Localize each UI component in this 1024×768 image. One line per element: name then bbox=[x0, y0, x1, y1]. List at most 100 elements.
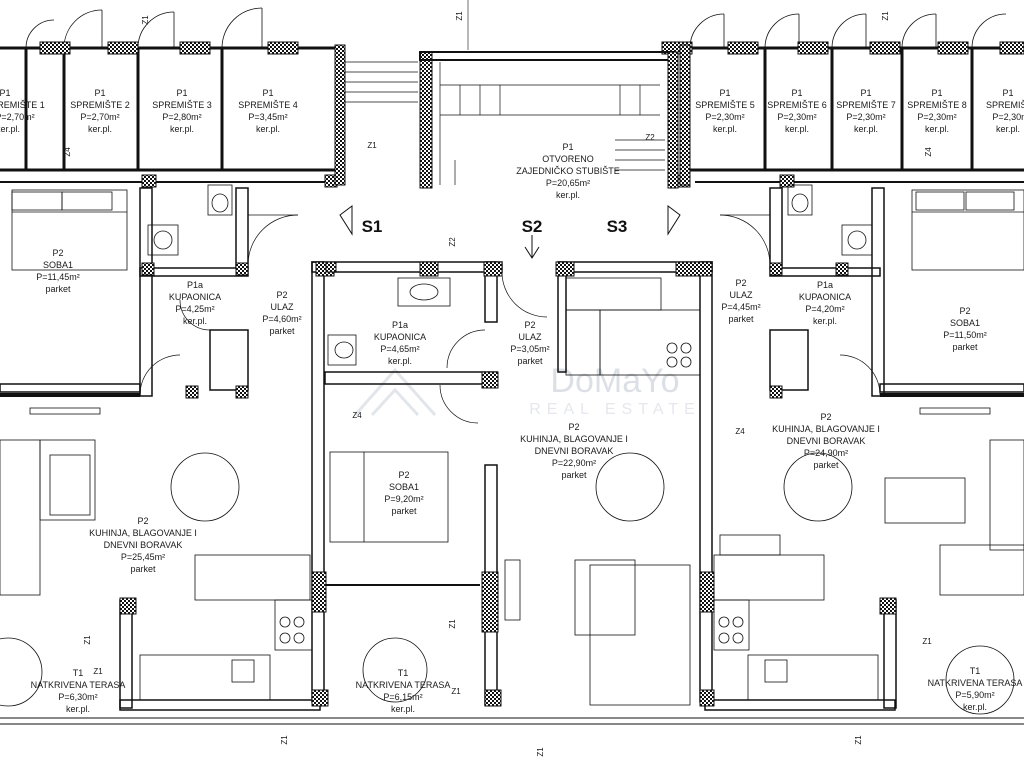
wall-tag: Z1 bbox=[536, 747, 545, 757]
wall-tag: Z4 bbox=[352, 411, 362, 420]
wall-tag: Z4 bbox=[924, 147, 933, 157]
svg-text:P=4,25m²: P=4,25m² bbox=[175, 304, 214, 314]
svg-text:NATKRIVENA TERASA: NATKRIVENA TERASA bbox=[928, 678, 1023, 688]
wall-tag: Z1 bbox=[455, 11, 464, 21]
svg-text:T1: T1 bbox=[73, 668, 84, 678]
svg-text:P2: P2 bbox=[820, 412, 831, 422]
wall-hatch bbox=[119, 261, 897, 707]
svg-text:P=6,30m²: P=6,30m² bbox=[58, 692, 97, 702]
watermark-sub: REAL ESTATE bbox=[529, 401, 701, 418]
svg-text:parket: parket bbox=[728, 314, 754, 324]
room-label-right-living: P2 KUHINJA, BLAGOVANJE I DNEVNI BORAVAK … bbox=[772, 412, 880, 470]
svg-text:ker.pl.: ker.pl. bbox=[256, 124, 280, 134]
svg-text:P=4,65m²: P=4,65m² bbox=[380, 344, 419, 354]
svg-text:P2: P2 bbox=[568, 422, 579, 432]
svg-text:ULAZ: ULAZ bbox=[729, 290, 753, 300]
svg-text:P=3,45m²: P=3,45m² bbox=[248, 112, 287, 122]
svg-text:parket: parket bbox=[45, 284, 71, 294]
wall-tag: Z1 bbox=[448, 619, 457, 629]
svg-text:ker.pl.: ker.pl. bbox=[170, 124, 194, 134]
svg-text:P2: P2 bbox=[959, 306, 970, 316]
svg-text:P=2,30m²: P=2,30m² bbox=[705, 112, 744, 122]
svg-text:P1a: P1a bbox=[187, 280, 203, 290]
wall-tag: Z4 bbox=[63, 147, 72, 157]
room-label-storage-7: P1 SPREMIŠTE 7 P=2,30m² ker.pl. bbox=[836, 88, 896, 134]
svg-text:P=2,30m²: P=2,30m² bbox=[846, 112, 885, 122]
svg-text:DNEVNI BORAVAK: DNEVNI BORAVAK bbox=[535, 446, 614, 456]
svg-text:KUHINJA, BLAGOVANJE I: KUHINJA, BLAGOVANJE I bbox=[772, 424, 880, 434]
svg-text:T1: T1 bbox=[398, 668, 409, 678]
svg-text:parket: parket bbox=[813, 460, 839, 470]
svg-text:P=4,45m²: P=4,45m² bbox=[721, 302, 760, 312]
storage-strip bbox=[0, 7, 1024, 188]
svg-text:parket: parket bbox=[561, 470, 587, 480]
room-label-mid-entry: P2 ULAZ P=3,05m² parket bbox=[510, 320, 549, 366]
svg-text:P1: P1 bbox=[562, 142, 573, 152]
watermark-name: DoMaYo bbox=[550, 362, 679, 400]
svg-text:P=9,20m²: P=9,20m² bbox=[384, 494, 423, 504]
svg-text:P=24,90m²: P=24,90m² bbox=[804, 448, 848, 458]
svg-text:parket: parket bbox=[130, 564, 156, 574]
svg-text:P=2,30m²: P=2,30m² bbox=[992, 112, 1024, 122]
svg-text:P=11,45m²: P=11,45m² bbox=[36, 272, 80, 282]
svg-text:P2: P2 bbox=[137, 516, 148, 526]
svg-text:ker.pl.: ker.pl. bbox=[996, 124, 1020, 134]
room-label-storage-3: P1 SPREMIŠTE 3 P=2,80m² ker.pl. bbox=[152, 88, 212, 134]
svg-text:ULAZ: ULAZ bbox=[270, 302, 294, 312]
svg-text:ker.pl.: ker.pl. bbox=[925, 124, 949, 134]
svg-text:SOBA1: SOBA1 bbox=[389, 482, 419, 492]
svg-text:T1: T1 bbox=[970, 666, 981, 676]
wall-tag: Z1 bbox=[367, 141, 377, 150]
svg-text:SOBA1: SOBA1 bbox=[43, 260, 73, 270]
svg-text:KUPAONICA: KUPAONICA bbox=[799, 292, 851, 302]
svg-text:P=2,30m²: P=2,30m² bbox=[917, 112, 956, 122]
room-label-stairwell: P1 OTVORENO ZAJEDNIČKO STUBIŠTE P=20,65m… bbox=[516, 142, 620, 200]
svg-text:P=5,90m²: P=5,90m² bbox=[955, 690, 994, 700]
svg-text:P=4,60m²: P=4,60m² bbox=[262, 314, 301, 324]
room-label-mid-living: P2 KUHINJA, BLAGOVANJE I DNEVNI BORAVAK … bbox=[520, 422, 628, 480]
wall-tag: Z1 bbox=[451, 687, 461, 696]
wall-tag: Z2 bbox=[645, 133, 655, 142]
svg-text:P2: P2 bbox=[735, 278, 746, 288]
svg-text:SPREMIŠTE 8: SPREMIŠTE 8 bbox=[907, 100, 967, 110]
door-swings bbox=[139, 214, 881, 424]
room-label-left-entry: P2 ULAZ P=4,60m² parket bbox=[262, 290, 301, 336]
section-marker-s1: S1 bbox=[362, 217, 383, 236]
svg-text:KUHINJA, BLAGOVANJE I: KUHINJA, BLAGOVANJE I bbox=[89, 528, 197, 538]
svg-text:ker.pl.: ker.pl. bbox=[713, 124, 737, 134]
watermark: DoMaYo REAL ESTATE bbox=[353, 362, 701, 418]
room-label-mid-terrace: T1 NATKRIVENA TERASA P=6,15m² ker.pl. bbox=[356, 668, 451, 714]
wall-tag: Z4 bbox=[735, 427, 745, 436]
svg-text:parket: parket bbox=[517, 356, 543, 366]
svg-text:parket: parket bbox=[269, 326, 295, 336]
room-label-storage-2: P1 SPREMIŠTE 2 P=2,70m² ker.pl. bbox=[70, 88, 130, 134]
svg-text:P=2,70m²: P=2,70m² bbox=[0, 112, 35, 122]
svg-text:parket: parket bbox=[391, 506, 417, 516]
room-label-storage-8: P1 SPREMIŠTE 8 P=2,30m² ker.pl. bbox=[907, 88, 967, 134]
room-label-left-bedroom: P2 SOBA1 P=11,45m² parket bbox=[36, 248, 80, 294]
room-labels: P1 SPREMIŠTE 1 P=2,70m² ker.pl. P1 SPREM… bbox=[0, 88, 1024, 714]
stairwell bbox=[334, 0, 691, 259]
svg-text:P1: P1 bbox=[176, 88, 187, 98]
room-label-storage-6: P1 SPREMIŠTE 6 P=2,30m² ker.pl. bbox=[767, 88, 827, 134]
svg-text:SPREMIŠTE 3: SPREMIŠTE 3 bbox=[152, 100, 212, 110]
wall-tag: Z1 bbox=[141, 15, 150, 25]
room-label-storage-9: P1 SPREMIŠTE P=2,30m² ker.pl. bbox=[986, 88, 1024, 134]
svg-text:P=25,45m²: P=25,45m² bbox=[121, 552, 165, 562]
svg-text:DNEVNI BORAVAK: DNEVNI BORAVAK bbox=[787, 436, 866, 446]
svg-text:SPREMIŠTE 7: SPREMIŠTE 7 bbox=[836, 100, 896, 110]
svg-text:ker.pl.: ker.pl. bbox=[0, 124, 20, 134]
svg-text:P=2,80m²: P=2,80m² bbox=[162, 112, 201, 122]
svg-text:P1: P1 bbox=[860, 88, 871, 98]
svg-text:P2: P2 bbox=[524, 320, 535, 330]
svg-text:P2: P2 bbox=[276, 290, 287, 300]
svg-text:OTVORENO: OTVORENO bbox=[542, 154, 594, 164]
svg-text:SPREMIŠTE 4: SPREMIŠTE 4 bbox=[238, 100, 298, 110]
wall-tag: Z1 bbox=[854, 735, 863, 745]
wall-tag: Z1 bbox=[922, 637, 932, 646]
svg-text:P1: P1 bbox=[94, 88, 105, 98]
svg-text:ker.pl.: ker.pl. bbox=[391, 704, 415, 714]
room-label-right-bedroom: P2 SOBA1 P=11,50m² parket bbox=[943, 306, 987, 352]
svg-text:SPREMIŠTE 1: SPREMIŠTE 1 bbox=[0, 100, 45, 110]
